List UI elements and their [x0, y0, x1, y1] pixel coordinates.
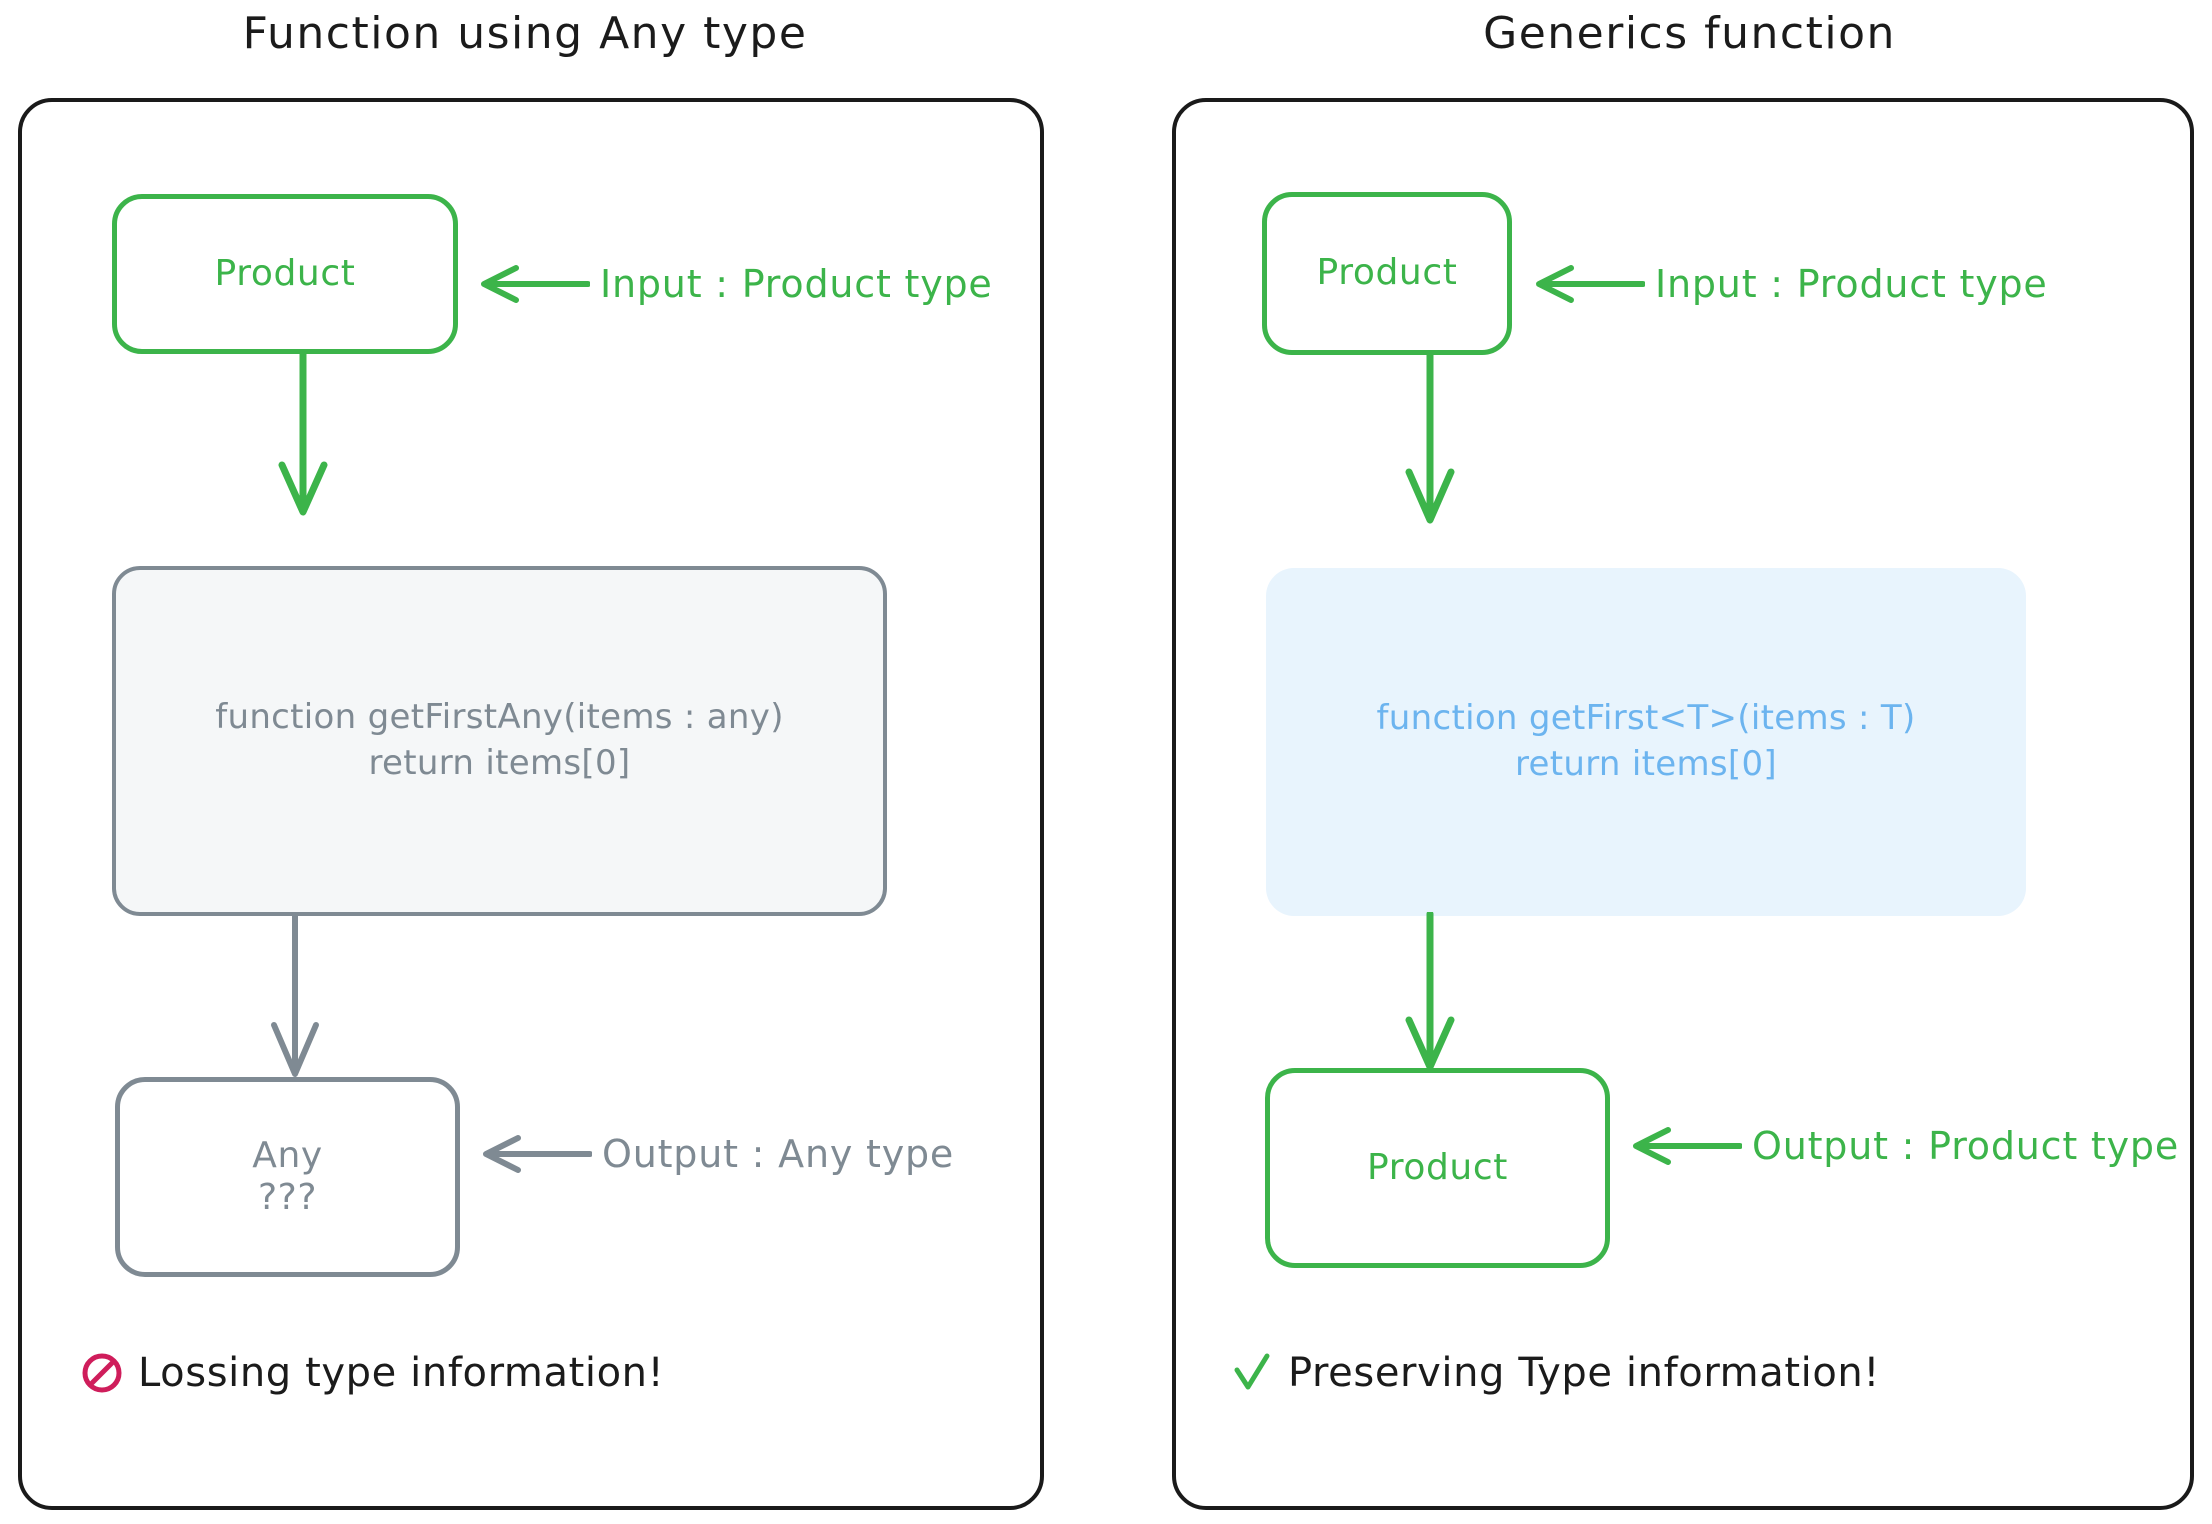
left-arrow-icon [1633, 1127, 1742, 1165]
status-any-panel: Lossing type information! [80, 1350, 664, 1396]
connector-input-to-function-generics-panel [1405, 352, 1455, 524]
output-type-box-label: Any??? [252, 1135, 323, 1220]
output-type-box-generics-panel: Product [1265, 1068, 1610, 1268]
panel-title-any-type: Function using Any type [242, 8, 808, 59]
input-annotation-generics-panel: Input : Product type [1525, 262, 2048, 306]
left-arrow-icon [1536, 265, 1645, 303]
status-generics-panel: Preserving Type information! [1230, 1350, 1880, 1396]
status-label-generics-panel: Preserving Type information! [1288, 1350, 1881, 1396]
function-code-box-generics-panel: function getFirst<T>(items : T) return it… [1266, 568, 2026, 916]
function-code-line-2: return items[0] [1515, 744, 1777, 784]
function-code-line-1: function getFirstAny(items : any) [215, 697, 784, 738]
function-code-line-1: function getFirst<T>(items : T) [1376, 698, 1916, 739]
prohibition-icon [82, 1353, 122, 1393]
output-annotation-label: Output : Any type [602, 1132, 955, 1176]
input-type-box-label: Product [214, 252, 356, 294]
input-type-box-any-panel: Product [112, 194, 458, 354]
input-annotation-label: Input : Product type [1655, 262, 2048, 306]
check-icon [1234, 1353, 1270, 1390]
input-type-box-label: Product [1316, 252, 1458, 294]
output-annotation-generics-panel: Output : Product type [1622, 1124, 2179, 1168]
left-arrow-icon [481, 265, 590, 303]
function-code-box-any-panel: function getFirstAny(items : any) return … [112, 566, 887, 916]
input-annotation-label: Input : Product type [600, 262, 993, 306]
function-code-text: function getFirst<T>(items : T) return it… [1376, 696, 1915, 788]
input-annotation-any-panel: Input : Product type [470, 262, 993, 306]
connector-function-to-output-any-panel [271, 912, 319, 1077]
function-code-text: function getFirstAny(items : any) return … [215, 695, 784, 787]
panel-title-generics: Generics function [1483, 8, 1896, 59]
input-type-box-generics-panel: Product [1262, 192, 1512, 355]
connector-function-to-output-generics-panel [1405, 912, 1455, 1071]
output-type-box-any-panel: Any??? [115, 1077, 460, 1277]
output-type-box-line-1: Any [252, 1134, 323, 1176]
output-annotation-label: Output : Product type [1752, 1124, 2180, 1168]
left-arrow-icon [483, 1135, 592, 1173]
function-code-line-2: return items[0] [368, 743, 631, 783]
connector-input-to-function-any-panel [278, 352, 328, 516]
output-annotation-any-panel: Output : Any type [472, 1132, 954, 1176]
output-type-box-line-2: ??? [257, 1177, 318, 1218]
status-label-any-panel: Lossing type information! [138, 1350, 665, 1396]
output-type-box-label: Product [1367, 1146, 1508, 1188]
